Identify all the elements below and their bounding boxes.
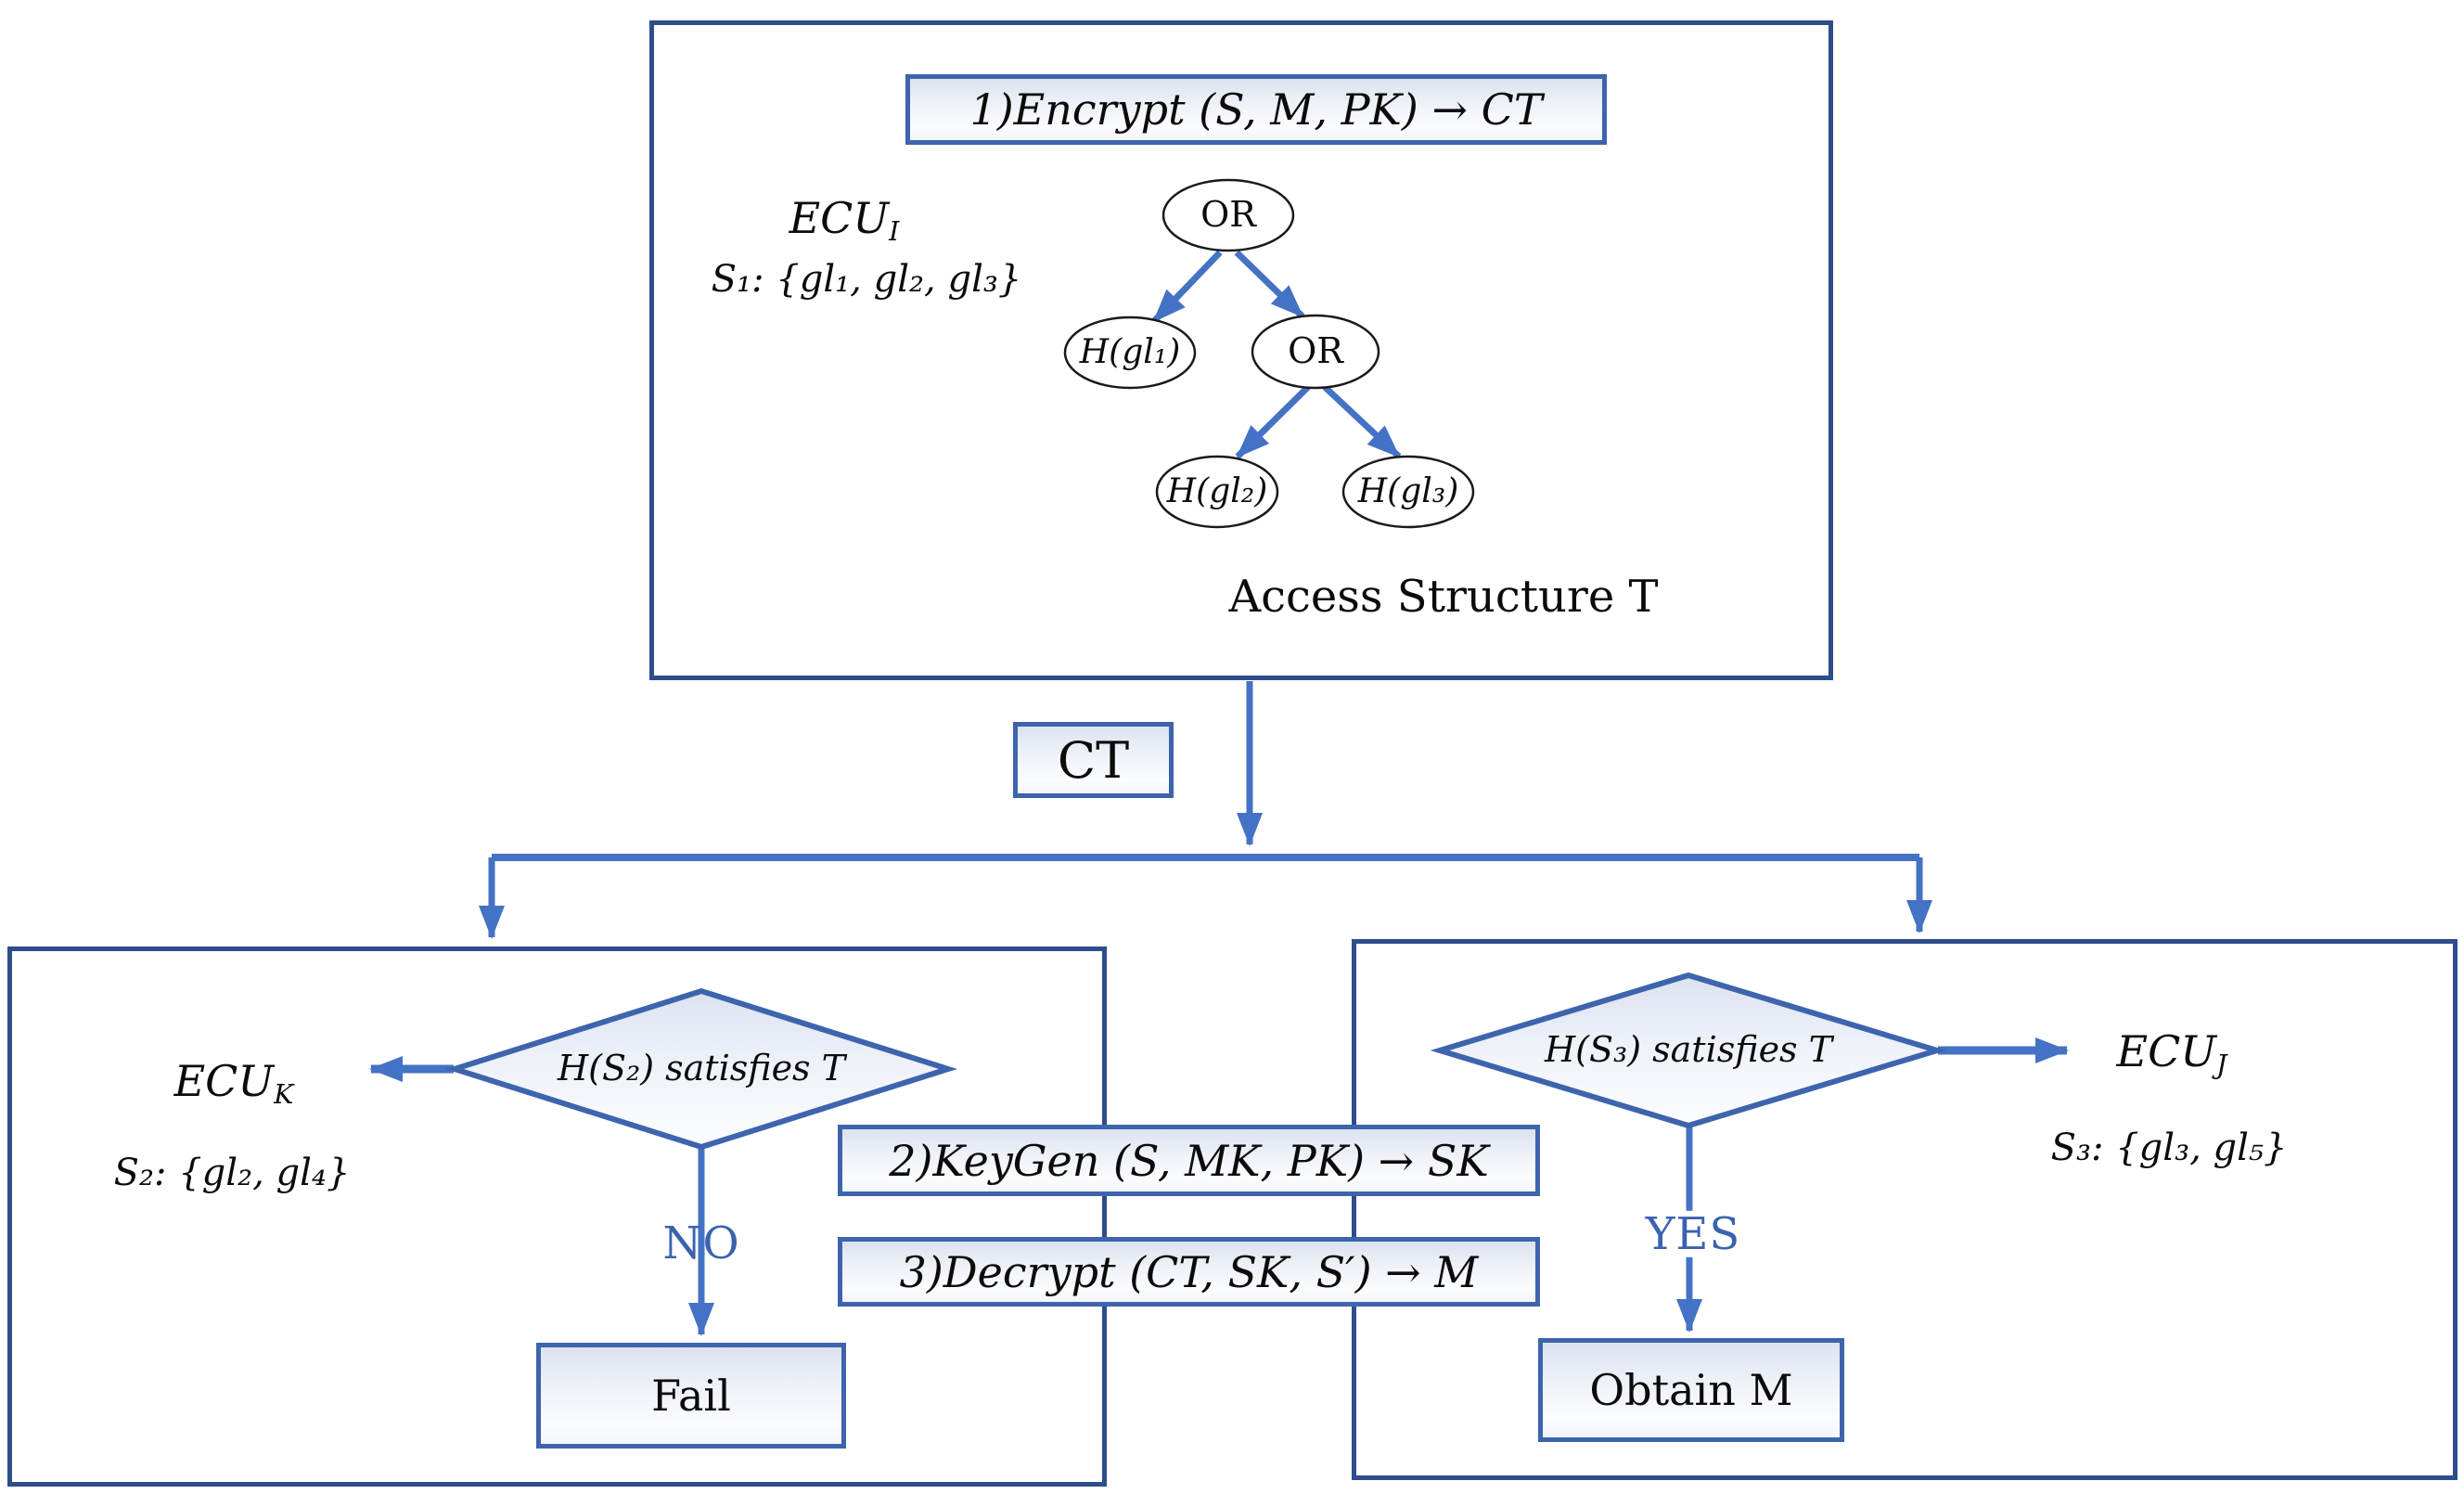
step2-keygen-box: 2)KeyGen (S, MK, PK) → SK — [838, 1125, 1540, 1196]
no-branch-label: NO — [662, 1217, 740, 1269]
encryption-panel — [649, 20, 1833, 680]
tree-leaf1-label: H(gl₁) — [1079, 333, 1181, 372]
left-condition-label: H(S₂) satisfies T — [558, 1048, 845, 1089]
ecu-j-subscript: J — [2216, 1050, 2227, 1081]
tree-root-or-label: OR — [1200, 194, 1256, 236]
step2-keygen-label: 2)KeyGen (S, MK, PK) → SK — [889, 1135, 1489, 1186]
ecu-k-label: ECUK — [174, 1059, 294, 1109]
ecu-k-base: ECU — [173, 1056, 275, 1107]
step3-decrypt-box: 3)Decrypt (CT, SK, S′) → M — [838, 1237, 1540, 1307]
ciphertext-label: CT — [1057, 730, 1130, 790]
attribute-set-s1-label: S₁: {gl₁, gl₂, gl₃} — [711, 258, 1022, 301]
fail-box: Fail — [536, 1343, 846, 1449]
ecu-i-base: ECU — [789, 193, 890, 244]
ecu-i-label: ECUI — [789, 196, 900, 246]
tree-leaf2-label: H(gl₂) — [1166, 472, 1268, 511]
fail-branch-panel — [7, 947, 1107, 1487]
tree-leaf3-label: H(gl₃) — [1357, 472, 1459, 511]
yes-branch-label: YES — [1639, 1210, 1747, 1257]
ciphertext-box: CT — [1013, 722, 1174, 798]
access-structure-caption: Access Structure T — [1228, 570, 1659, 623]
attribute-set-s3-label: S₃: {gl₃, gl₅} — [2050, 1127, 2288, 1169]
ecu-j-base: ECU — [2116, 1026, 2217, 1077]
step3-decrypt-label: 3)Decrypt (CT, SK, S′) → M — [899, 1246, 1479, 1297]
tree-gate2-or-label: OR — [1288, 330, 1343, 372]
step1-encrypt-label: 1)Encrypt (S, M, PK) → CT — [969, 84, 1543, 135]
success-branch-panel — [1352, 939, 2458, 1480]
right-condition-label: H(S₃) satisfies T — [1545, 1029, 1832, 1071]
fail-label: Fail — [651, 1371, 731, 1421]
obtain-m-box: Obtain M — [1538, 1338, 1844, 1442]
obtain-m-label: Obtain M — [1589, 1365, 1793, 1415]
ecu-k-subscript: K — [274, 1079, 294, 1111]
ecu-i-subscript: I — [889, 216, 900, 248]
attribute-set-s2-label: S₂: {gl₂, gl₄} — [113, 1152, 351, 1194]
ecu-j-label: ECUJ — [2117, 1029, 2227, 1079]
step1-encrypt-box: 1)Encrypt (S, M, PK) → CT — [905, 74, 1607, 145]
